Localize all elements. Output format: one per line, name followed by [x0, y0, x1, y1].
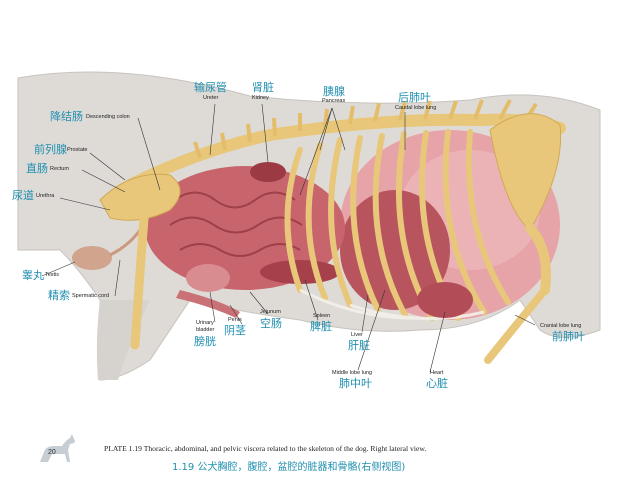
- label-liver-en: Liver: [351, 332, 363, 338]
- label-middle-lobe-lung-en: Middle lobe lung: [332, 370, 373, 376]
- label-pancreas-zh: 胰腺: [323, 85, 345, 98]
- label-penis-en: Penis: [228, 317, 242, 323]
- spleen-shape: [260, 260, 340, 284]
- label-prostate-zh: 前列腺: [34, 143, 67, 156]
- label-heart-zh: 心脏: [426, 377, 448, 390]
- dog-silhouette-icon: [40, 434, 75, 462]
- bladder-shape: [186, 264, 230, 292]
- label-jejunum-en: Jejunum: [260, 309, 281, 315]
- scapula-bone: [489, 113, 562, 231]
- humerus-bone: [525, 223, 551, 295]
- label-kidney-en: Kidney: [252, 95, 269, 101]
- plate-caption-zh: 1.19 公犬胸腔，腹腔，盆腔的脏器和骨骼(右侧视图): [172, 462, 406, 473]
- label-urinary-bladder-zh: 膀胱: [194, 335, 216, 348]
- label-cranial-lobe-lung-zh: 前肺叶: [552, 330, 585, 343]
- pelvis-bone: [99, 173, 181, 221]
- plate-caption-en: PLATE 1.19 Thoracic, abdominal, and pelv…: [104, 444, 427, 453]
- label-urethra-zh: 尿道: [12, 189, 34, 202]
- intestine-coils: [169, 191, 303, 257]
- label-heart-en: Heart: [430, 370, 444, 376]
- kidney-shape: [250, 162, 286, 182]
- intestine-mass: [145, 166, 345, 290]
- label-testis-en: Testis: [45, 272, 60, 278]
- label-descending-colon-en: Descending colon: [86, 114, 130, 120]
- leader-lines: [41, 103, 536, 373]
- penis-shape: [176, 290, 240, 318]
- label-spermatic-cord-zh: 精索: [48, 289, 70, 302]
- femur-bone: [130, 200, 150, 350]
- label-cranial-lobe-lung-en: Cranial lobe lung: [540, 323, 582, 329]
- label-rectum-en: Rectum: [50, 166, 69, 172]
- label-spleen-zh: 脾脏: [310, 320, 332, 333]
- label-liver-zh: 肝脏: [348, 339, 370, 352]
- label-caudal-lobe-lung-en: Caudal lobe lung: [395, 105, 437, 111]
- label-ureter-zh: 输尿管: [194, 81, 227, 94]
- label-ureter-en: Ureter: [203, 95, 219, 101]
- label-pancreas-en: Pancreas: [322, 98, 346, 104]
- label-urethra-en: Urethra: [36, 193, 55, 199]
- label-urinary-bladder-en-line2: bladder: [196, 327, 215, 333]
- label-kidney-zh: 肾脏: [252, 81, 274, 94]
- label-middle-lobe-lung-zh: 肺中叶: [339, 377, 372, 390]
- page-number: 20: [48, 449, 56, 456]
- label-testis-zh: 睾丸: [22, 269, 44, 282]
- testis-shape: [72, 246, 112, 270]
- label-caudal-lobe-lung-zh: 后肺叶: [398, 91, 431, 104]
- label-urinary-bladder-en-line1: Urinary: [196, 320, 214, 326]
- label-descending-colon-zh: 降结肠: [50, 110, 83, 123]
- heart-shape: [417, 282, 473, 318]
- label-prostate-en: Prostate: [67, 147, 88, 153]
- label-spleen-en: Spleen: [313, 313, 331, 319]
- label-spermatic-cord-en: Spermatic cord: [72, 293, 109, 299]
- label-rectum-zh: 直肠: [26, 162, 48, 175]
- label-jejunum-zh: 空肠: [260, 317, 282, 330]
- label-penis-zh: 阴茎: [224, 324, 246, 337]
- forearm-bone: [484, 286, 549, 364]
